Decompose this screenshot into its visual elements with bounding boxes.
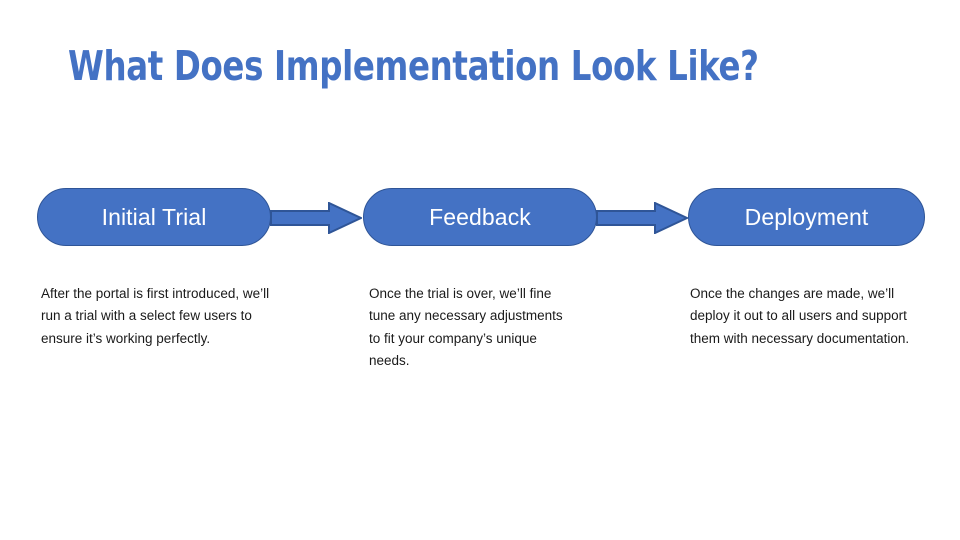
process-step-shape-deployment[interactable]: Deployment — [688, 188, 925, 246]
arrow-right-icon — [270, 202, 362, 234]
process-diagram: Initial Trial Feedback Deployment — [0, 188, 960, 248]
process-step-description-feedback: Once the trial is over, we’ll fine tune … — [369, 286, 563, 368]
page-title: What Does Implementation Look Like? — [68, 42, 759, 90]
process-step-label: Deployment — [744, 204, 869, 230]
process-step-label: Feedback — [429, 204, 531, 230]
process-step-description-initial-trial: After the portal is first introduced, we… — [41, 286, 270, 346]
process-step-shape-initial-trial[interactable]: Initial Trial — [37, 188, 271, 246]
process-step-description-deployment: Once the changes are made, we’ll deploy … — [690, 286, 910, 346]
process-step-label: Initial Trial — [101, 204, 207, 230]
process-step-shape-feedback[interactable]: Feedback — [363, 188, 597, 246]
arrow-right-icon — [596, 202, 688, 234]
